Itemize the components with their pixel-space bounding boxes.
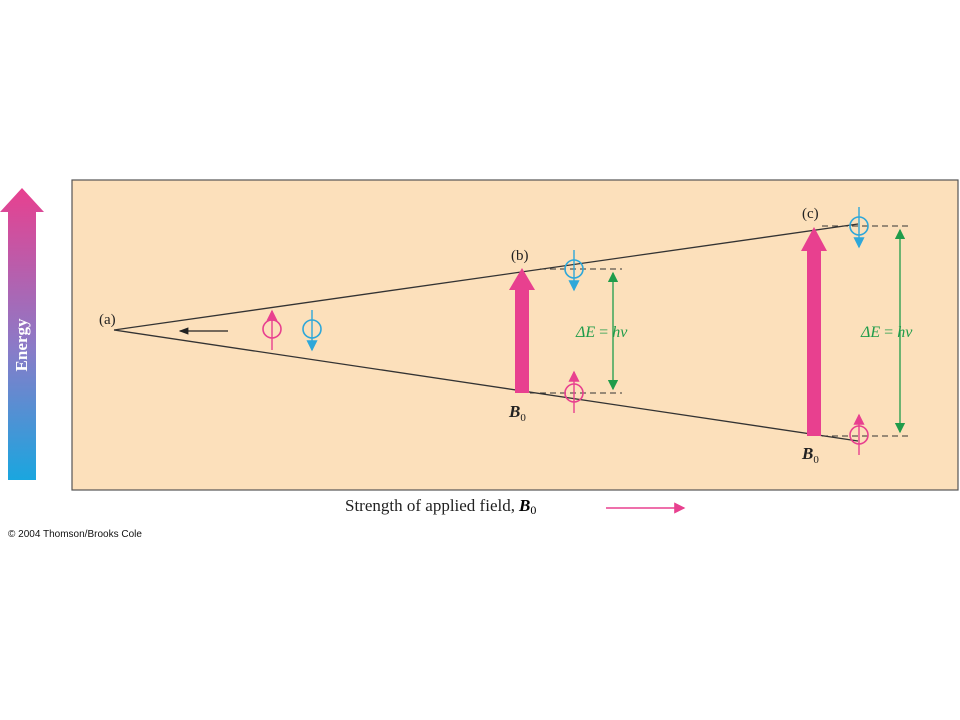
label-c: (c) (802, 206, 819, 222)
field-arrow-c (801, 227, 827, 436)
field-label-b: B0 (508, 402, 526, 424)
delta-e-label-b: ΔE=hν (575, 324, 628, 341)
spin-up-icon-c (849, 413, 869, 455)
energy-label: Energy (12, 318, 31, 371)
copyright-notice: © 2004 Thomson/Brooks Cole (8, 529, 142, 540)
spin-up-icon-b (564, 370, 584, 413)
upper-energy-line (113, 223, 859, 331)
caption-text: Strength of applied field, (345, 496, 515, 515)
spin-down-icon-c (849, 207, 869, 249)
caption-field-symbol: B0 (518, 496, 537, 517)
lower-energy-line (113, 329, 859, 442)
energy-arrow: Energy (0, 188, 44, 480)
spin-down-icon-a (302, 310, 322, 352)
field-arrow-b (509, 268, 535, 393)
label-b: (b) (511, 248, 529, 264)
label-a: (a) (99, 312, 116, 328)
spin-down-icon-b (564, 250, 584, 292)
x-axis-caption: Strength of applied field, B0 (345, 496, 725, 526)
delta-e-label-c: ΔE=hν (860, 324, 913, 341)
field-label-c: B0 (801, 444, 819, 466)
spin-up-icon-a (262, 309, 282, 350)
